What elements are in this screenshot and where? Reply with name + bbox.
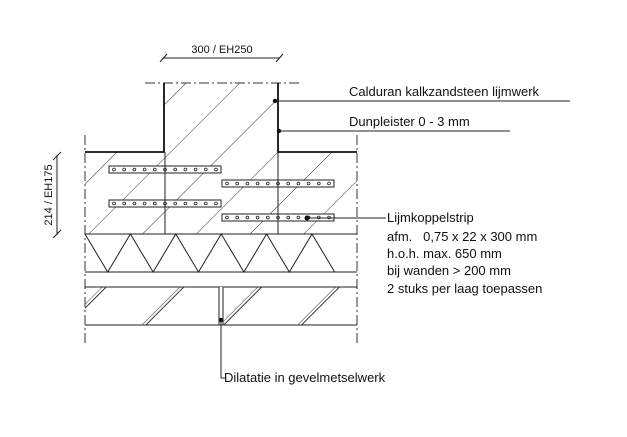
leader-material: Calduran kalkzandsteen lijmwerk (272, 84, 570, 104)
height-dimension: 214 / EH175 (43, 151, 62, 239)
label-strip-line: h.o.h. max. 650 mm (387, 246, 502, 261)
glue-coupling-strips (108, 152, 335, 234)
width-dimension-label: 300 / EH250 (191, 44, 252, 56)
label-strip-line: afm. 0,75 x 22 x 300 mm (387, 229, 537, 244)
leader-strip: Lijmkoppelstrip afm. 0,75 x 22 x 300 mm … (304, 210, 542, 296)
leader-plaster: Dunpleister 0 - 3 mm (276, 114, 510, 134)
calcium-silicate-masonry (85, 82, 357, 235)
label-strip-line: bij wanden > 200 mm (387, 263, 511, 278)
leader-joint: Dilatatie in gevelmetselwerk (218, 317, 386, 385)
label-plaster: Dunpleister 0 - 3 mm (349, 114, 470, 129)
insulation-layer (84, 233, 357, 273)
label-joint: Dilatatie in gevelmetselwerk (224, 370, 386, 385)
width-dimension: 300 / EH250 (159, 44, 284, 63)
label-strip-line: 2 stuks per laag toepassen (387, 281, 542, 296)
height-dimension-label: 214 / EH175 (43, 164, 55, 225)
label-material: Calduran kalkzandsteen lijmwerk (349, 84, 540, 99)
label-strip-title: Lijmkoppelstrip (387, 210, 474, 225)
